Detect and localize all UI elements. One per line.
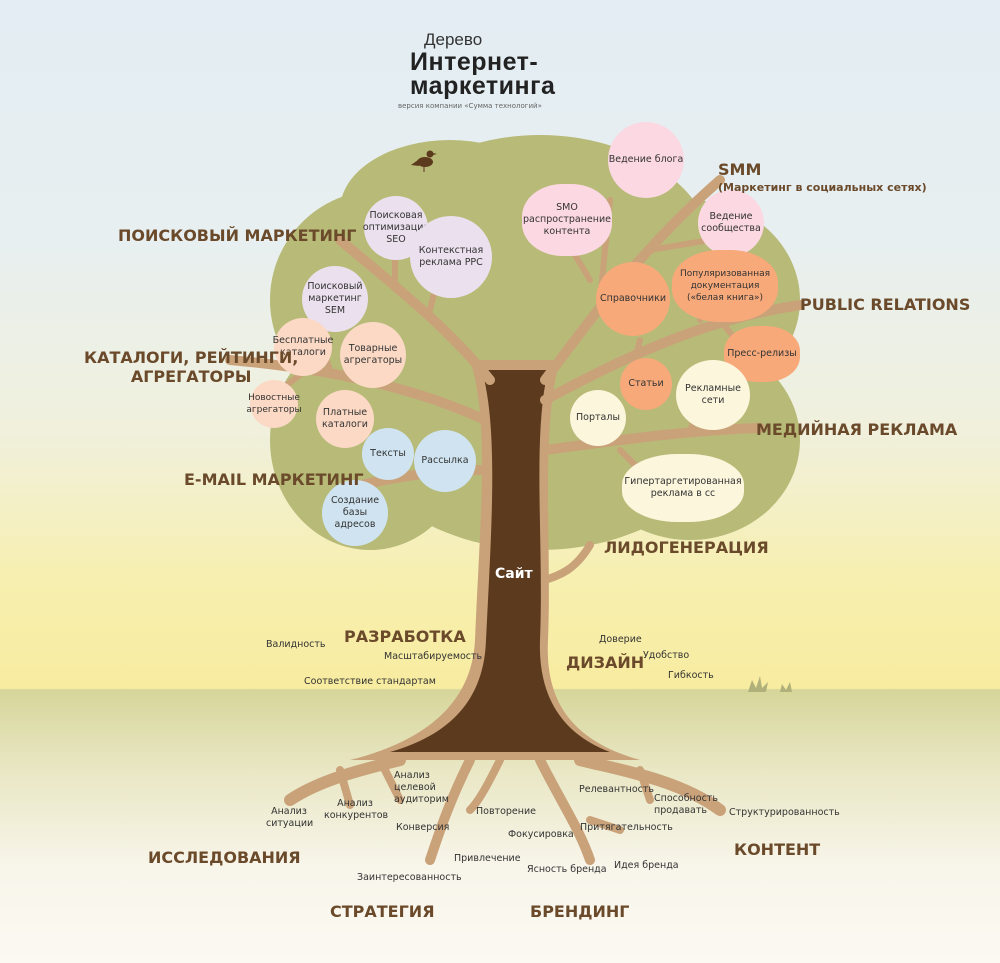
category-strategy: СТРАТЕГИЯ <box>330 902 435 921</box>
leaf-design: Удобство <box>643 650 690 661</box>
bubble-texts: Тексты <box>362 428 414 480</box>
leaf-branding: Фокусировка <box>508 829 574 840</box>
category-smm: SMM <box>718 160 762 179</box>
bubble-hypertargeted: Гипертаргетированная реклама в сс <box>622 454 744 522</box>
leaf-branding: Ясность бренда <box>527 864 607 875</box>
grass-icon <box>748 676 792 692</box>
bubble-ppc: Контекстная реклама PPC <box>410 216 492 298</box>
leaf-dev: Масштабируемость <box>384 651 483 662</box>
leaf-strategy: Заинтересованность <box>357 872 462 883</box>
category-public-relations: PUBLIC RELATIONS <box>800 295 971 314</box>
category-media-ads: МЕДИЙНАЯ РЕКЛАМА <box>756 420 958 439</box>
bubble-directories: Справочники <box>596 262 670 336</box>
bubble-paid-catalogs: Платные каталоги <box>316 390 374 448</box>
bubble-news-aggregators: Новостные агрегаторы <box>246 380 302 428</box>
bubble-articles: Статьи <box>620 358 672 410</box>
bird-icon <box>411 150 437 172</box>
category-smm-subtitle: (Маркетинг в социальных сетях) <box>718 181 927 194</box>
bubble-community: Ведение сообщества <box>698 190 764 256</box>
bubble-mailing: Рассылка <box>414 430 476 492</box>
leaf-strategy: Привлечение <box>454 853 521 864</box>
leaf-content: Релевантность <box>579 784 655 795</box>
subtitle: версия компании «Сумма технологий» <box>398 102 542 110</box>
category-content: КОНТЕНТ <box>734 840 821 859</box>
leaf-content: Способность продавать <box>654 793 718 816</box>
bubble-smo: SMO распространение контента <box>522 184 612 256</box>
category-research: ИССЛЕДОВАНИЯ <box>148 848 301 867</box>
leaf-strategy: Конверсия <box>396 822 450 833</box>
leaf-branding: Идея бренда <box>614 860 679 871</box>
category-search-marketing: ПОИСКОВЫЙ МАРКЕТИНГ <box>118 226 357 245</box>
category-lead-generation: ЛИДОГЕНЕРАЦИЯ <box>604 538 769 557</box>
bubble-portals: Порталы <box>570 390 626 446</box>
bubble-address-base: Создание базы адресов <box>322 480 388 546</box>
leaf-dev: Соответствие стандартам <box>304 676 436 687</box>
leaf-content: Структурированность <box>729 807 840 818</box>
bubble-white-paper: Популяризованная документация («белая кн… <box>672 250 778 322</box>
tree-trunk <box>350 360 640 760</box>
category-catalogs-line1: КАТАЛОГИ, РЕЙТИНГИ, <box>84 348 299 367</box>
category-design: ДИЗАЙН <box>566 653 645 672</box>
leaf-dev: Валидность <box>266 639 326 650</box>
bubble-blog: Ведение блога <box>608 122 684 198</box>
category-catalogs: КАТАЛОГИ, РЕЙТИНГИ, АГРЕГАТОРЫ <box>84 348 298 386</box>
trunk-label-site: Сайт <box>495 566 533 582</box>
title-main: Интернет- маркетинга <box>410 48 556 100</box>
leaf-research: Анализ целевой аудиторим <box>394 770 449 805</box>
title-line-2: Интернет- <box>410 48 539 76</box>
bubble-product-aggregators: Товарные агрегаторы <box>340 322 406 388</box>
title-line-1: Дерево <box>424 30 483 49</box>
bubble-free-catalogs: Бесплатные каталоги <box>273 318 333 376</box>
title-line-3: маркетинга <box>410 72 556 100</box>
category-email-marketing: E-MAIL МАРКЕТИНГ <box>184 470 364 489</box>
category-development: РАЗРАБОТКА <box>344 627 466 646</box>
category-branding: БРЕНДИНГ <box>530 902 630 921</box>
leaf-branding: Притягательность <box>580 822 673 833</box>
leaf-strategy: Повторение <box>476 806 537 817</box>
category-catalogs-line2: АГРЕГАТОРЫ <box>130 367 252 386</box>
bubble-ad-networks: Рекламные сети <box>676 360 750 430</box>
leaf-design: Доверие <box>599 634 642 645</box>
leaf-research: Анализ ситуации <box>266 806 314 829</box>
bubble-sem: Поисковый маркетинг SEM <box>302 266 368 332</box>
leaf-design: Гибкость <box>668 670 714 681</box>
leaf-research: Анализ конкурентов <box>324 798 389 821</box>
